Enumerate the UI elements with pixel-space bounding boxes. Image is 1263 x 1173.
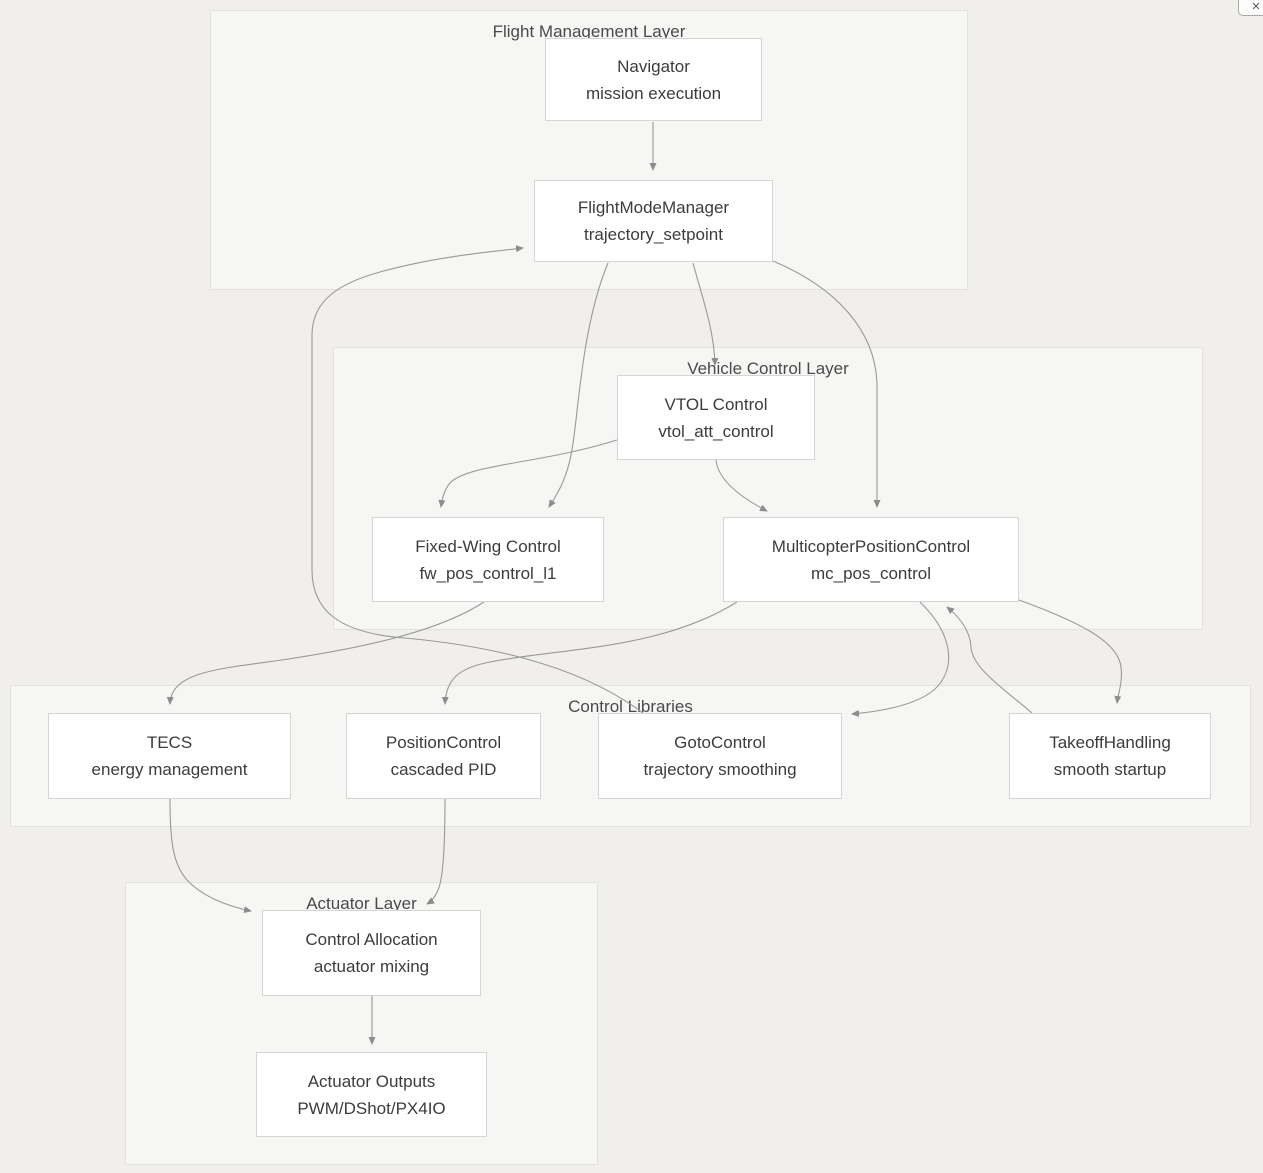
layer-vehicle-control-label: Vehicle Control Layer bbox=[687, 359, 849, 378]
node-goto-control-title: GotoControl bbox=[674, 733, 766, 752]
node-tecs-subtitle: energy management bbox=[91, 760, 248, 779]
edge-multicopter-takeoffhandling bbox=[1018, 599, 1122, 704]
edge-flightmodemanager-vtol bbox=[692, 262, 719, 366]
close-button[interactable]: × bbox=[1238, 0, 1263, 16]
node-multicopter-position-control: MulticopterPositionControl mc_pos_contro… bbox=[723, 517, 1019, 602]
node-goto-control: GotoControl trajectory smoothing bbox=[598, 713, 842, 799]
node-navigator-subtitle: mission execution bbox=[585, 83, 722, 103]
node-tecs-title: TECS bbox=[146, 733, 193, 752]
edge-vtol-multicopter bbox=[715, 459, 768, 512]
node-flightmodemanager: FlightModeManager trajectory_setpoint bbox=[534, 180, 773, 262]
edge-flightmodemanager-multicopter bbox=[772, 260, 881, 508]
layer-control-libraries-label: Control Libraries bbox=[568, 697, 693, 716]
edge-fixedwing-tecs bbox=[166, 601, 485, 705]
node-multicopter-position-control-subtitle: mc_pos_control bbox=[810, 563, 931, 583]
node-actuator-outputs-subtitle: PWM/DShot/PX4IO bbox=[297, 1098, 446, 1118]
node-takeoff-handling-title: TakeoffHandling bbox=[1049, 733, 1171, 752]
node-goto-control-subtitle: trajectory smoothing bbox=[643, 760, 797, 779]
layer-actuator-label: Actuator Layer bbox=[306, 894, 417, 913]
node-flightmodemanager-title: FlightModeManager bbox=[577, 198, 730, 217]
edge-takeoffhandling-multicopter bbox=[946, 606, 1033, 714]
node-position-control: PositionControl cascaded PID bbox=[346, 713, 541, 799]
node-vtol-control-title: VTOL Control bbox=[664, 394, 768, 414]
edge-tecs-controlallocation bbox=[169, 798, 252, 914]
edge-vtol-fixedwing bbox=[438, 439, 618, 508]
edge-positioncontrol-controlallocation bbox=[426, 798, 446, 905]
node-control-allocation-title: Control Allocation bbox=[305, 930, 438, 949]
node-fixed-wing-control-subtitle: fw_pos_control_l1 bbox=[419, 563, 557, 583]
node-vtol-control-subtitle: vtol_att_control bbox=[658, 421, 774, 441]
edge-multicopter-gotocontrol bbox=[851, 601, 950, 717]
edge-gotocontrol-flightmodemanager bbox=[311, 245, 644, 714]
node-actuator-outputs-title: Actuator Outputs bbox=[307, 1071, 436, 1091]
edge-multicopter-positioncontrol bbox=[441, 601, 738, 705]
node-fixed-wing-control: Fixed-Wing Control fw_pos_control_l1 bbox=[372, 517, 604, 602]
edge-flightmodemanager-fixedwing bbox=[548, 262, 609, 508]
node-flightmodemanager-subtitle: trajectory_setpoint bbox=[584, 225, 723, 244]
node-multicopter-position-control-title: MulticopterPositionControl bbox=[771, 536, 971, 556]
node-navigator: Navigator mission execution bbox=[545, 38, 762, 121]
close-icon: × bbox=[1251, 0, 1261, 15]
node-takeoff-handling-subtitle: smooth startup bbox=[1053, 760, 1167, 779]
node-tecs: TECS energy management bbox=[48, 713, 291, 799]
node-actuator-outputs: Actuator Outputs PWM/DShot/PX4IO bbox=[256, 1052, 487, 1137]
node-control-allocation: Control Allocation actuator mixing bbox=[262, 910, 481, 996]
node-position-control-title: PositionControl bbox=[385, 733, 502, 752]
node-takeoff-handling: TakeoffHandling smooth startup bbox=[1009, 713, 1211, 799]
node-navigator-title: Navigator bbox=[617, 56, 690, 76]
node-position-control-subtitle: cascaded PID bbox=[390, 760, 497, 779]
node-fixed-wing-control-title: Fixed-Wing Control bbox=[415, 536, 561, 556]
node-vtol-control: VTOL Control vtol_att_control bbox=[617, 375, 815, 460]
layer-flight-management-label: Flight Management Layer bbox=[492, 22, 686, 41]
node-control-allocation-subtitle: actuator mixing bbox=[313, 957, 430, 976]
